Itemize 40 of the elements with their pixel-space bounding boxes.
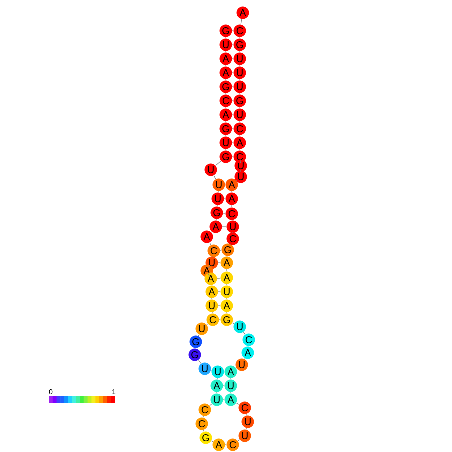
base-pair-line: [232, 114, 234, 116]
base-pair-line: [232, 142, 234, 144]
base-pair-line: [224, 198, 226, 200]
backbone-line: [208, 265, 211, 269]
base-pair-line: [232, 128, 234, 130]
backbone-line: [208, 272, 210, 278]
base-pair-line: [232, 86, 234, 88]
backbone-line: [214, 175, 216, 180]
base-pair-line: [232, 100, 234, 102]
base-pair-line: [220, 250, 222, 251]
backbone-line: [210, 404, 212, 406]
backbone-line: [206, 324, 208, 326]
backbone-line: [198, 360, 202, 364]
backbone-line: [216, 160, 222, 166]
backbone-line: [246, 414, 247, 416]
base-pair-line: [232, 58, 234, 60]
node-label: U: [238, 162, 244, 170]
backbone-line: [232, 322, 235, 324]
base-pair-line: [218, 262, 221, 264]
backbone-line: [226, 269, 228, 272]
base-pair-line: [232, 72, 234, 74]
node-label: C: [236, 153, 244, 161]
backbone-line: [240, 19, 242, 25]
backbone-line: [203, 430, 205, 432]
base-pair-line: [232, 156, 234, 158]
backbone-line: [225, 444, 227, 446]
backbone-line: [203, 416, 204, 418]
base-pair-line: [223, 213, 226, 214]
backbone-line: [240, 159, 242, 164]
base-pair-line: [232, 30, 234, 32]
base-pair-line: [232, 44, 234, 46]
backbone-line: [240, 170, 242, 173]
backbone-line: [243, 332, 246, 335]
backbone-line: [246, 428, 247, 430]
backbone-line: [211, 440, 214, 442]
backbone-line: [238, 440, 240, 442]
backbone-line: [236, 402, 240, 406]
backbone-line: [210, 242, 212, 246]
base-pair-line: [217, 278, 221, 279]
base-pair-line: [222, 226, 227, 228]
